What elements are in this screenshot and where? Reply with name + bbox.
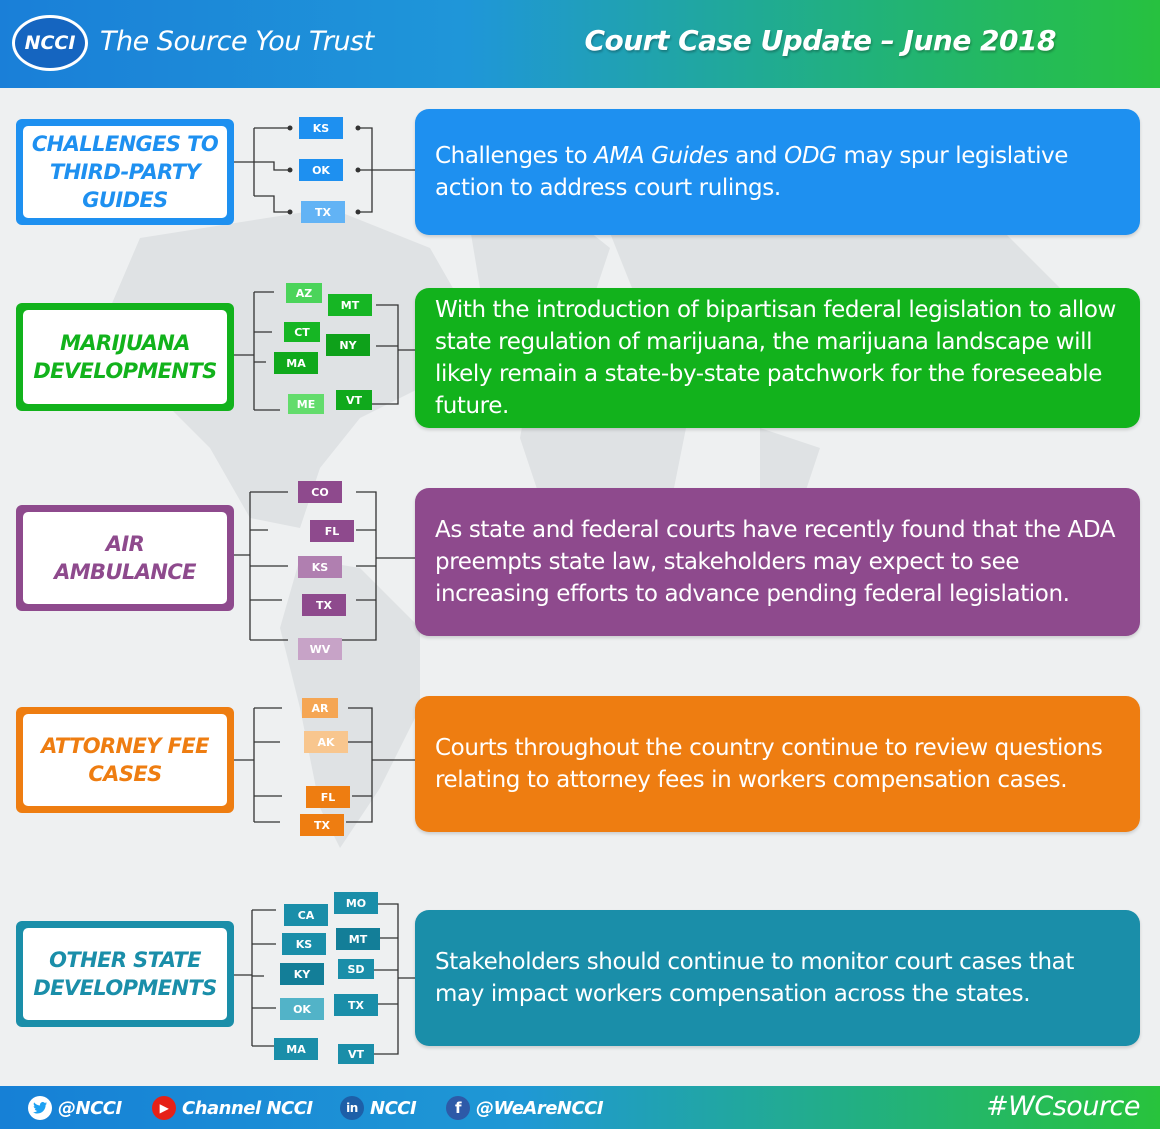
label-attorney-fee-cases: ATTORNEY FEE CASES xyxy=(16,707,234,813)
description-attorney-fee: Courts throughout the country continue t… xyxy=(415,696,1140,832)
youtube-link[interactable]: ▶ Channel NCCI xyxy=(152,1095,313,1121)
description-other-state: Stakeholders should continue to monitor … xyxy=(415,910,1140,1046)
state-ks: KS xyxy=(298,556,342,578)
state-ny: NY xyxy=(326,334,370,356)
state-me: ME xyxy=(288,394,324,414)
state-tx: TX xyxy=(300,814,344,836)
label-air-ambulance: AIR AMBULANCE xyxy=(16,505,234,611)
state-sd: SD xyxy=(338,959,374,979)
facebook-link[interactable]: f @WeAreNCCI xyxy=(446,1095,604,1121)
state-ma: MA xyxy=(274,352,318,374)
description-marijuana: With the introduction of bipartisan fede… xyxy=(415,288,1140,428)
label-marijuana-developments: MARIJUANA DEVELOPMENTS xyxy=(16,303,234,411)
label-third-party-guides: CHALLENGES TO THIRD-PARTY GUIDES xyxy=(16,119,234,225)
twitter-link[interactable]: @NCCI xyxy=(28,1095,122,1121)
odg-text: ODG xyxy=(784,143,837,169)
label-text: ATTORNEY FEE CASES xyxy=(41,734,209,786)
label-other-state-developments: OTHER STATE DEVELOPMENTS xyxy=(16,921,234,1027)
state-az: AZ xyxy=(286,283,322,303)
state-ks: KS xyxy=(282,933,326,955)
state-co: CO xyxy=(298,481,342,503)
linkedin-icon: in xyxy=(340,1096,364,1120)
state-mt: MT xyxy=(328,294,372,316)
twitter-icon xyxy=(28,1096,52,1120)
state-vt: VT xyxy=(338,1044,374,1064)
state-fl: FL xyxy=(310,520,354,542)
state-ks: KS xyxy=(299,117,343,139)
label-text: CHALLENGES TO THIRD-PARTY GUIDES xyxy=(31,132,219,212)
state-ky: KY xyxy=(280,963,324,985)
state-tx: TX xyxy=(334,994,378,1016)
state-ct: CT xyxy=(284,322,320,342)
ncci-logo[interactable]: NCCI xyxy=(12,15,88,71)
state-vt: VT xyxy=(336,390,372,410)
label-text: MARIJUANA DEVELOPMENTS xyxy=(33,331,217,383)
state-mt: MT xyxy=(336,928,380,950)
page-title: Court Case Update – June 2018 xyxy=(584,24,1056,57)
state-ok: OK xyxy=(280,998,324,1020)
state-mo: MO xyxy=(334,892,378,914)
state-ca: CA xyxy=(284,904,328,926)
hashtag: #WCsource xyxy=(986,1091,1140,1122)
ama-guides-text: AMA Guides xyxy=(594,143,729,169)
label-text: OTHER STATE DEVELOPMENTS xyxy=(33,948,217,1000)
description-air-ambulance: As state and federal courts have recentl… xyxy=(415,488,1140,636)
state-tx: TX xyxy=(302,594,346,616)
state-wv: WV xyxy=(298,638,342,660)
state-tx: TX xyxy=(301,201,345,223)
tagline: The Source You Trust xyxy=(100,26,374,57)
facebook-icon: f xyxy=(446,1096,470,1120)
state-ak: AK xyxy=(304,731,348,753)
header-banner: NCCI The Source You Trust Court Case Upd… xyxy=(0,0,1160,88)
linkedin-link[interactable]: in NCCI xyxy=(340,1095,417,1121)
label-text: AIR AMBULANCE xyxy=(54,532,196,584)
state-ok: OK xyxy=(299,159,343,181)
state-fl: FL xyxy=(306,786,350,808)
youtube-icon: ▶ xyxy=(152,1096,176,1120)
state-ar: AR xyxy=(302,698,338,718)
state-ma: MA xyxy=(274,1038,318,1060)
logo-text: NCCI xyxy=(24,32,76,54)
description-third-party-guides: Challenges to AMA Guides and ODG may spu… xyxy=(415,109,1140,235)
footer-banner: @NCCI ▶ Channel NCCI in NCCI f @WeAreNCC… xyxy=(0,1086,1160,1129)
